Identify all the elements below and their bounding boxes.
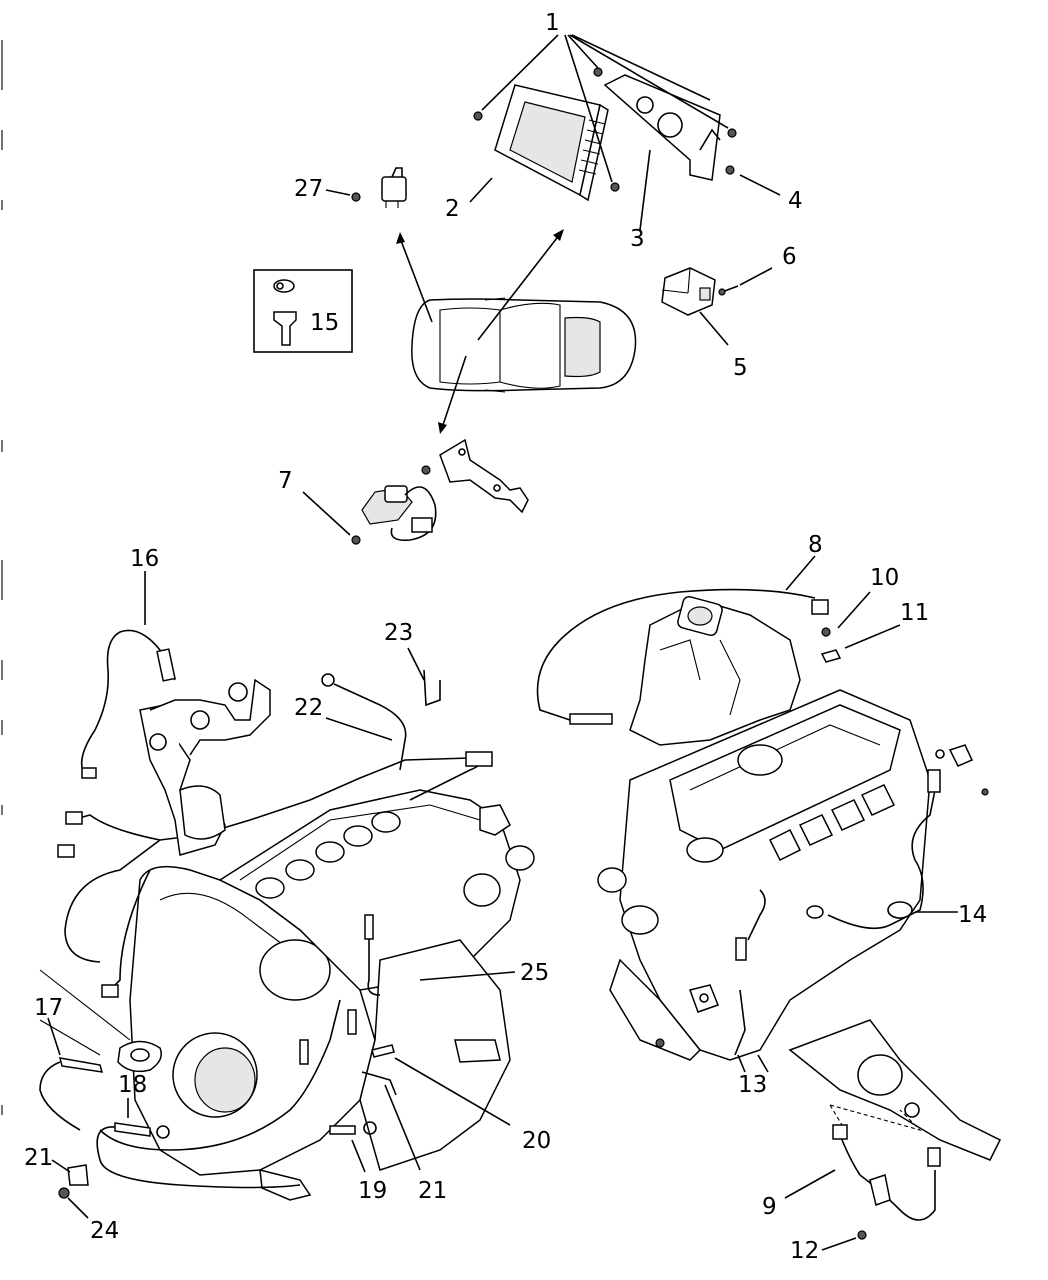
callout-labels: 1 2 3 4 5 6 7 8 9 10 11 12 13 14 15 16 1…	[24, 10, 987, 1264]
oxygen-sensor-17	[39, 1017, 104, 1131]
callout-25: 25	[520, 960, 549, 986]
callout-9: 9	[762, 1194, 777, 1220]
inset-box-15	[253, 269, 353, 353]
callout-13: 13	[738, 1072, 767, 1098]
callout-10: 10	[870, 565, 899, 591]
callout-1: 1	[545, 10, 560, 36]
callout-22: 22	[294, 695, 323, 721]
right-engine-assembly	[536, 555, 1002, 1161]
ecu-bracket-3	[593, 67, 781, 231]
callout-3: 3	[630, 226, 645, 252]
harness-22	[321, 673, 493, 771]
callout-23: 23	[384, 620, 413, 646]
relay-27	[325, 167, 407, 208]
callout-19: 19	[358, 1178, 387, 1204]
callout-21-right: 21	[418, 1178, 447, 1204]
callout-16: 16	[130, 546, 159, 572]
engine-control-unit-2	[469, 84, 620, 203]
callout-21-left: 21	[24, 1145, 53, 1171]
callout-27: 27	[294, 176, 323, 202]
sensor-assembly-7	[302, 438, 529, 545]
callout-4: 4	[788, 188, 803, 214]
callout-1-leaders	[481, 34, 729, 183]
brackets-20-21	[51, 1044, 511, 1219]
callout-20: 20	[522, 1128, 551, 1154]
callout-24: 24	[90, 1218, 119, 1244]
callout-7: 7	[278, 468, 293, 494]
callout-18: 18	[118, 1072, 147, 1098]
clip-23	[407, 647, 441, 707]
vehicle-top-view	[396, 229, 637, 434]
exhaust-manifold	[139, 678, 271, 856]
callout-6: 6	[782, 244, 797, 270]
callout-15: 15	[310, 310, 339, 336]
sensor-18	[96, 1098, 301, 1189]
callout-5: 5	[733, 355, 748, 381]
callout-14: 14	[958, 902, 987, 928]
exhaust-pipe-sensor-9	[757, 1054, 941, 1251]
callout-8: 8	[808, 532, 823, 558]
callout-17: 17	[34, 995, 63, 1021]
oxygen-sensor-16	[80, 571, 176, 779]
callout-25-leader	[419, 971, 516, 981]
left-engine-assembly	[39, 757, 535, 1201]
callout-12: 12	[790, 1238, 819, 1264]
sensor-19	[329, 1121, 377, 1173]
callout-2: 2	[445, 196, 460, 222]
callout-11: 11	[900, 600, 929, 626]
relay-5	[661, 267, 773, 346]
